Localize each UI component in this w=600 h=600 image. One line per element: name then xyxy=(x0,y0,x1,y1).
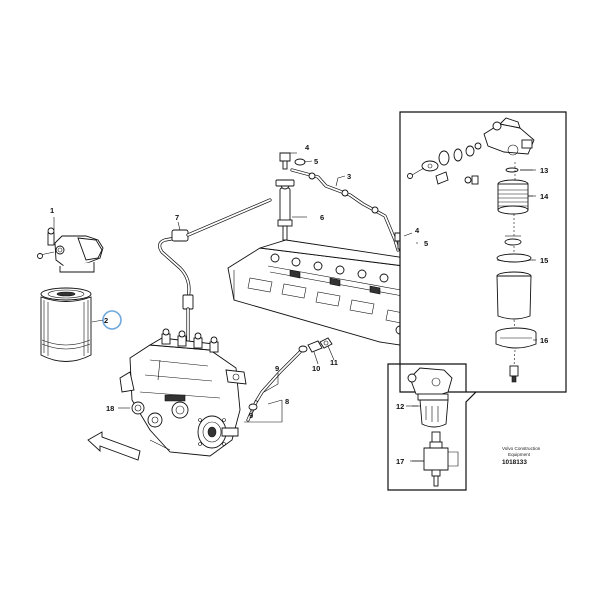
hose-fitting[interactable] xyxy=(307,337,333,353)
callout-11: 11 xyxy=(330,358,338,367)
filter-head-assembly[interactable] xyxy=(474,117,535,156)
callout-14: 14 xyxy=(540,192,549,201)
fuel-injection-pump[interactable] xyxy=(119,328,247,457)
inline-fuel-filter[interactable] xyxy=(423,431,459,487)
sediment-filter[interactable] xyxy=(407,367,453,428)
drawing-number: 1018133 xyxy=(502,459,527,466)
cylinder-head xyxy=(227,239,441,349)
callout-1: 1 xyxy=(50,206,54,215)
fuel-injector[interactable] xyxy=(275,179,295,241)
bowl-retaining-ring[interactable] xyxy=(495,327,537,349)
callout-10: 10 xyxy=(312,364,320,373)
fuel-filter-head[interactable] xyxy=(37,227,104,273)
callout-4: 4 xyxy=(305,143,310,152)
callout-2: 2 xyxy=(104,316,108,325)
callout-6: 6 xyxy=(320,213,324,222)
hose-clip-lower[interactable] xyxy=(248,403,258,411)
drawing-label: Volvo Construction Equipment 1018133 xyxy=(502,446,541,466)
brand-line-2: Equipment xyxy=(508,452,531,457)
hose-clip-upper[interactable] xyxy=(298,345,308,353)
direction-arrow xyxy=(87,431,141,461)
callout-15: 15 xyxy=(540,256,548,265)
callout-5: 5 xyxy=(314,157,318,166)
callout-8: 8 xyxy=(285,397,289,406)
fuel-filter-cartridge[interactable] xyxy=(40,287,92,362)
callout-9a: 9 xyxy=(275,364,279,373)
callout-9b: 9 xyxy=(249,411,253,420)
fuel-return-line[interactable] xyxy=(290,168,400,252)
assembly-axis xyxy=(513,162,516,367)
filter-seal-ring[interactable] xyxy=(505,167,519,173)
callout-3: 3 xyxy=(347,172,351,181)
filter-bowl[interactable] xyxy=(496,253,532,320)
callout-7: 7 xyxy=(175,213,179,222)
callout-5b: 5 xyxy=(424,239,428,248)
callout-13: 13 xyxy=(540,166,548,175)
leak-off-line[interactable] xyxy=(158,198,272,347)
element-spring[interactable] xyxy=(504,235,522,246)
callout-17: 17 xyxy=(396,457,404,466)
callout-18: 18 xyxy=(106,404,114,413)
callout-labels: 1 2 3 4 5 6 7 4 5 8 9 9 10 11 12 13 14 1… xyxy=(50,143,549,466)
callout-4b: 4 xyxy=(415,226,420,235)
callout-12: 12 xyxy=(396,402,404,411)
callout-16: 16 xyxy=(540,336,548,345)
callout-ticks xyxy=(406,169,537,462)
banjo-bolt-top[interactable] xyxy=(279,152,306,170)
brand-line-1: Volvo Construction xyxy=(502,446,541,451)
filter-head-gaskets[interactable] xyxy=(407,145,479,185)
filter-element[interactable] xyxy=(497,179,529,215)
